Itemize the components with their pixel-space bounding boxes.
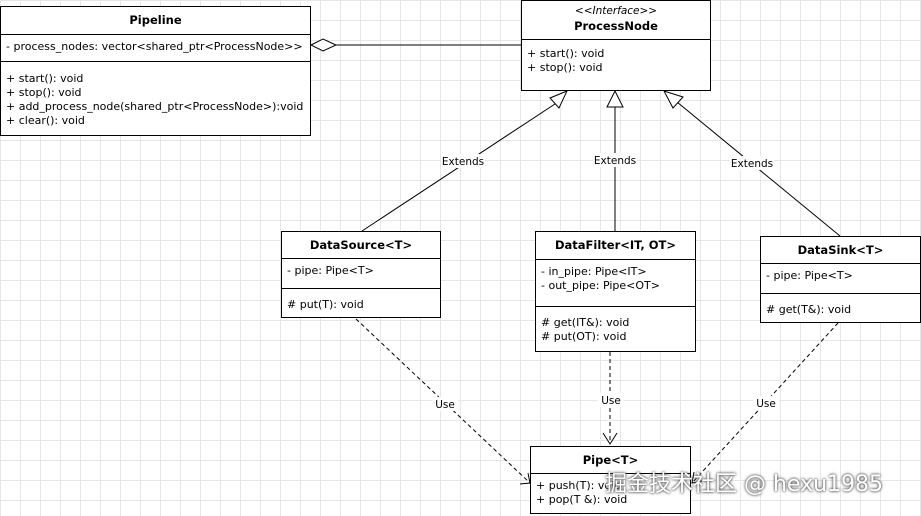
method: + start(): void bbox=[6, 72, 84, 85]
attributes-data-source: - pipe: Pipe<T> bbox=[282, 258, 440, 288]
methods-data-source: # put(T): void bbox=[282, 288, 440, 312]
attribute: - in_pipe: Pipe<IT> bbox=[541, 265, 647, 278]
methods-data-filter: # get(IT&): void # put(OT): void bbox=[536, 306, 695, 344]
watermark: 掘金技术社区 @ hexu1985 bbox=[605, 472, 884, 497]
class-process-node[interactable]: <<Interface>> ProcessNode + start(): voi… bbox=[521, 0, 711, 91]
method: # get(IT&): void bbox=[541, 316, 630, 329]
class-name-process-node: ProcessNode bbox=[574, 19, 658, 33]
attributes-data-sink: - pipe: Pipe<T> bbox=[761, 263, 920, 293]
stereotype-label: <<Interface>> bbox=[574, 5, 658, 17]
class-name-data-filter: DataFilter<IT, OT> bbox=[554, 238, 677, 252]
method: # put(T): void bbox=[287, 298, 364, 311]
methods-data-sink: # get(T&): void bbox=[761, 293, 920, 317]
method: + start(): void bbox=[527, 47, 605, 60]
methods-process-node: + start(): void + stop(): void bbox=[522, 39, 710, 75]
method: + clear(): void bbox=[6, 114, 85, 127]
attribute: - pipe: Pipe<T> bbox=[766, 269, 853, 282]
use-label-sink: Use bbox=[756, 398, 776, 410]
attribute: - out_pipe: Pipe<OT> bbox=[541, 279, 660, 292]
class-data-sink[interactable]: DataSink<T> - pipe: Pipe<T> # get(T&): v… bbox=[760, 236, 921, 323]
method: + pop(T &): void bbox=[536, 493, 628, 506]
attributes-pipeline: - process_nodes: vector<shared_ptr<Proce… bbox=[1, 34, 310, 61]
extends-label-sink: Extends bbox=[731, 158, 773, 170]
use-label-filter: Use bbox=[601, 395, 621, 407]
method: + stop(): void bbox=[6, 86, 82, 99]
method: + stop(): void bbox=[527, 61, 603, 74]
extends-label-filter: Extends bbox=[594, 155, 636, 167]
class-name-data-sink: DataSink<T> bbox=[797, 243, 884, 257]
extends-arrowhead-sink bbox=[662, 90, 684, 109]
methods-pipeline: + start(): void + stop(): void + add_pro… bbox=[1, 61, 310, 128]
class-data-source[interactable]: DataSource<T> - pipe: Pipe<T> # put(T): … bbox=[281, 231, 441, 318]
class-name-pipe: Pipe<T> bbox=[582, 453, 639, 467]
method: # get(T&): void bbox=[766, 303, 852, 316]
attribute: - process_nodes: vector<shared_ptr<Proce… bbox=[6, 40, 303, 53]
class-name-pipeline: Pipeline bbox=[129, 13, 182, 27]
class-pipe[interactable]: Pipe<T> + push(T): void + pop(T &): void bbox=[530, 446, 691, 514]
method: # put(OT): void bbox=[541, 330, 627, 343]
class-data-filter[interactable]: DataFilter<IT, OT> - in_pipe: Pipe<IT> -… bbox=[535, 231, 696, 352]
method: + push(T): void bbox=[536, 479, 622, 492]
class-pipeline[interactable]: Pipeline - process_nodes: vector<shared_… bbox=[0, 6, 311, 136]
attribute: - pipe: Pipe<T> bbox=[287, 264, 374, 277]
extends-arrowhead-source bbox=[549, 90, 569, 109]
use-label-source: Use bbox=[435, 399, 455, 411]
class-header-process-node: <<Interface>> ProcessNode bbox=[522, 1, 710, 39]
class-name-data-source: DataSource<T> bbox=[309, 238, 413, 252]
attributes-data-filter: - in_pipe: Pipe<IT> - out_pipe: Pipe<OT> bbox=[536, 259, 695, 306]
use-arrowhead-filter bbox=[602, 432, 618, 445]
methods-pipe: + push(T): void + pop(T &): void bbox=[531, 473, 690, 507]
use-arrowhead-sink bbox=[691, 471, 703, 484]
extends-arrowhead-filter bbox=[606, 89, 624, 108]
aggregation-diamond bbox=[309, 38, 338, 52]
method: + add_process_node(shared_ptr<ProcessNod… bbox=[6, 100, 304, 113]
extends-label-source: Extends bbox=[442, 156, 484, 168]
